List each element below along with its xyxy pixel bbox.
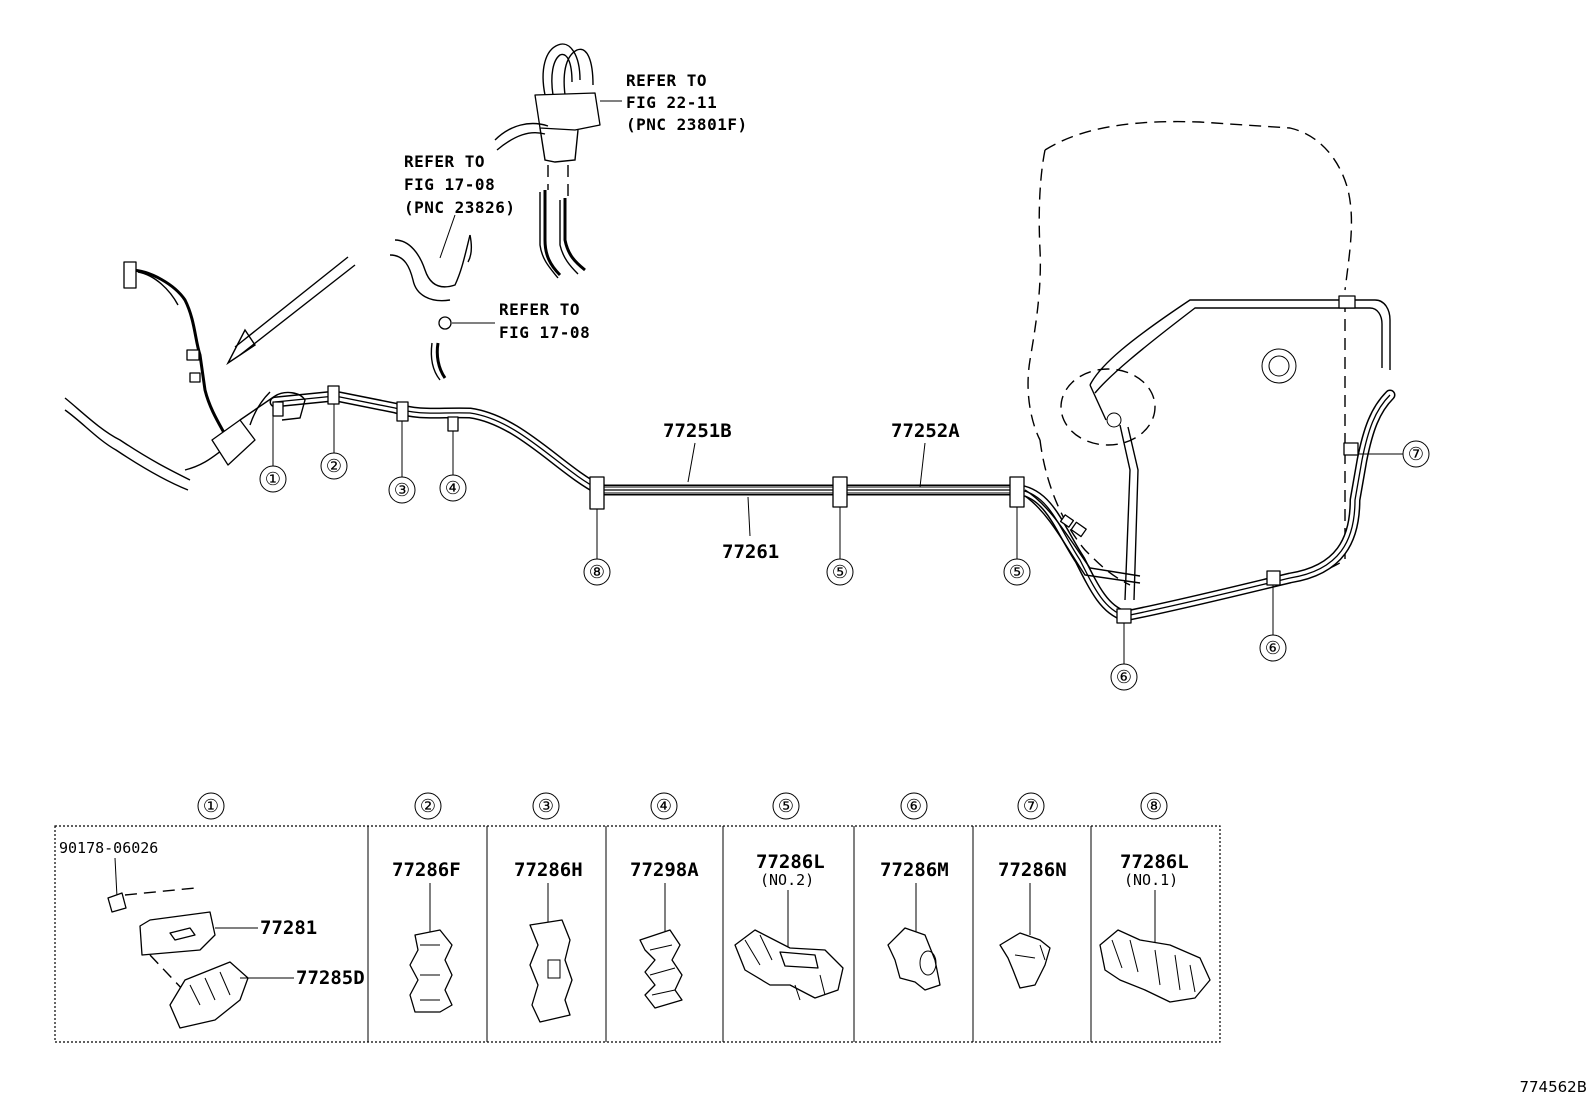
marker-8: ⑧: [589, 562, 605, 583]
legend-marker-2: ②: [420, 796, 436, 817]
bundle-clamps: [327, 385, 1359, 624]
part-label-77286h: 77286H: [514, 859, 583, 881]
marker-5: ⑤: [832, 562, 848, 583]
refer-fig: FIG 22-11: [626, 93, 717, 112]
diagram-markers: ① ② ③ ④ ⑧ ⑤ ⑤ ⑥ ⑥ ⑦: [259, 404, 1430, 691]
part-label-77286f: 77286F: [392, 859, 461, 881]
legend-marker-8: ⑧: [1146, 796, 1162, 817]
refer-label: REFER TO: [626, 71, 707, 90]
legend-marker-5: ⑤: [778, 796, 794, 817]
part-label-77298a: 77298A: [630, 859, 699, 881]
parts-legend-table: ① ② ③ ④ ⑤ ⑥ ⑦ ⑧ 90178-06026 77281 77285D…: [54, 792, 1221, 1043]
marker-3: ③: [394, 480, 410, 501]
legend-marker-7: ⑦: [1023, 796, 1039, 817]
legend-marker-4: ④: [656, 796, 672, 817]
marker-7: ⑦: [1408, 444, 1424, 465]
refer-fig: FIG 17-08: [404, 175, 495, 194]
part-note-no1: (NO.1): [1124, 871, 1178, 889]
refer-callout-fig-22-11: REFER TO FIG 22-11 (PNC 23801F): [600, 71, 748, 134]
part-label-77286m: 77286M: [880, 859, 949, 881]
part-note-no2: (NO.2): [760, 871, 814, 889]
canister-vent-hose: [494, 43, 601, 279]
refer-label: REFER TO: [499, 300, 580, 319]
marker-2: ②: [326, 456, 342, 477]
brake-fuel-tube-bundle: [249, 389, 1396, 622]
part-label-77286n: 77286N: [998, 859, 1067, 881]
part-label-77286l-no2: 77286L: [756, 851, 825, 873]
legend-marker-3: ③: [538, 796, 554, 817]
marker-6-rear: ⑥: [1265, 638, 1281, 659]
tube-labels: 77251B 77252A 77261: [663, 420, 960, 563]
part-label-77281: 77281: [260, 917, 317, 939]
marker-6: ⑥: [1116, 667, 1132, 688]
marker-1: ①: [265, 469, 281, 490]
marker-4: ④: [445, 478, 461, 499]
marker-5-rear: ⑤: [1009, 562, 1025, 583]
part-label-77285d: 77285D: [296, 967, 365, 989]
fuel-tank-outline: [1027, 120, 1353, 586]
front-pipe-assembly: [64, 261, 284, 491]
tank-vent-tube: [1089, 295, 1391, 601]
figure-id: 774562B: [1519, 1078, 1587, 1096]
legend-marker-6: ⑥: [906, 796, 922, 817]
refer-label: REFER TO: [404, 152, 485, 171]
part-label-77286l-no1: 77286L: [1120, 851, 1189, 873]
refer-pnc: (PNC 23826): [404, 198, 515, 217]
refer-fig: FIG 17-08: [499, 323, 590, 342]
refer-pnc: (PNC 23801F): [626, 115, 748, 134]
legend-marker-1: ①: [203, 796, 219, 817]
part-label-77252a: 77252A: [891, 420, 960, 442]
refer-callout-fig-17-08-pnc: REFER TO FIG 17-08 (PNC 23826): [404, 152, 515, 259]
part-label-90178-06026: 90178-06026: [59, 839, 158, 857]
refer-callout-fig-17-08: REFER TO FIG 17-08: [452, 300, 590, 342]
direction-arrow: [226, 256, 356, 366]
part-label-77261: 77261: [722, 541, 779, 563]
filler-hose: [389, 234, 473, 381]
part-label-77251b: 77251B: [663, 420, 732, 442]
